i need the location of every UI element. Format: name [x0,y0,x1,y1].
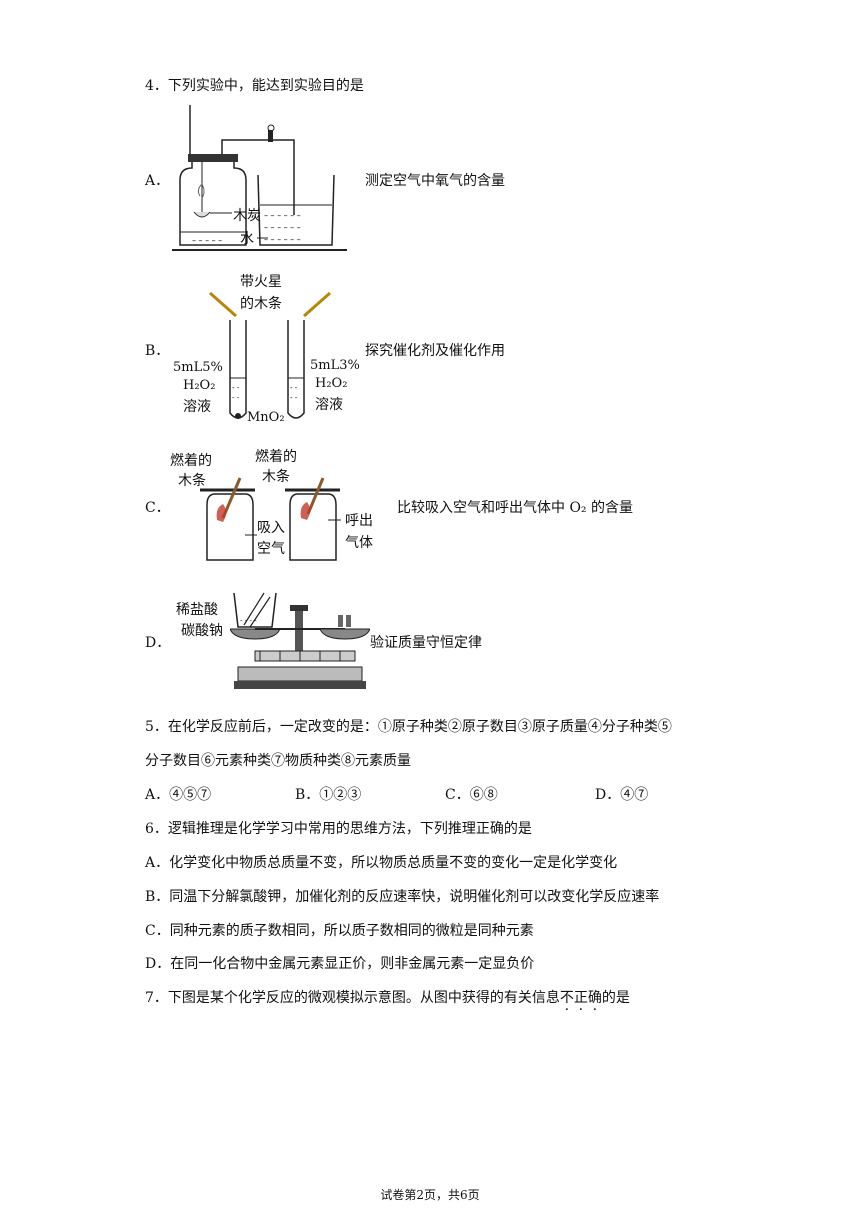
svg-text:- -: - - [290,384,298,392]
svg-text:- -: - - [290,394,298,402]
emphasis-char: 正 [574,990,588,1006]
q7-stem-pre: 7．下图是某个化学反应的微观模拟示意图。从图中获得的有关信息 [145,990,560,1006]
q7-stem-post: 的是 [601,990,630,1006]
figure-b-label-right-solution: 溶液 [315,397,343,413]
q7-stem-emphasis: 不正确 [560,990,602,1006]
q4-option-a-desc: 测定空气中氧气的含量 [365,173,505,189]
figure-b-label-glowing-2: 的木条 [240,296,282,312]
figure-c-label-exhaled-2: 气体 [345,535,373,551]
figure-b-label-right-formula: H₂O₂ [315,376,348,391]
svg-text:– – – – – –: – – – – – – [264,211,301,220]
svg-text:– – – – – –: – – – – – – [264,223,301,232]
q6-option-d: D．在同一化合物中金属元素显正价，则非金属元素一定显负价 [145,956,535,972]
svg-text:– – – – – –: – – – – – – [264,235,301,244]
q6-option-c: C．同种元素的质子数相同，所以质子数相同的微粒是同种元素 [145,923,534,939]
q5-stem-line1: 5．在化学反应前后，一定改变的是：①原子种类②原子数目③原子质量④分子种类⑤ [145,719,672,735]
svg-text:- -: - - [232,384,240,392]
figure-d-balance: - - - - [230,592,370,689]
figure-c-label-right-burning-1: 燃着的 [255,449,297,465]
page-footer: 试卷第2页，共6页 [380,1188,480,1202]
q5-option-c: C．⑥⑧ [445,787,498,803]
figure-c-label-inhaled-2: 空气 [257,541,285,557]
q4-stem: 4．下列实验中，能达到实验目的是 [145,78,364,94]
figure-a-label-water: 水 [240,231,254,247]
q4-option-b-letter: B． [145,343,170,359]
q4-option-c-letter: C． [145,500,170,516]
figure-b-label-mno2: MnO₂ [247,410,285,425]
figure-b-label-left-solution: 溶液 [183,399,211,415]
q6-stem: 6．逻辑推理是化学学习中常用的思维方法，下列推理正确的是 [145,821,532,837]
q5-option-b: B．①②③ [295,787,362,803]
q6-option-b: B．同温下分解氯酸钾，加催化剂的反应速率快，说明催化剂可以改变化学反应速率 [145,889,660,905]
svg-text:- -: - - [232,394,240,402]
figure-c-label-exhaled-1: 呼出 [345,513,373,529]
figure-d-label-acid: 稀盐酸 [176,602,218,618]
svg-text:- - - -: - - - - [240,617,257,625]
emphasis-char: 确 [588,990,602,1006]
emphasis-char: 不 [560,990,574,1006]
figure-c-apparatus [200,477,341,561]
q4-option-d-desc: 验证质量守恒定律 [370,635,482,651]
figure-b-apparatus: - - - - - - - - [209,291,331,419]
figure-d-label-sodium-carbonate: 碳酸钠 [181,623,223,639]
q5-stem-line2: 分子数目⑥元素种类⑦物质种类⑧元素质量 [145,753,411,769]
figure-b-label-glowing-1: 带火星 [240,274,282,290]
figure-c-label-right-burning-2: 木条 [262,469,290,485]
figure-c-label-left-burning-2: 木条 [178,473,206,489]
figure-c-label-left-burning-1: 燃着的 [170,453,212,469]
figure-a-apparatus: – – – – – – – – – – – – – – – – – – – – … [172,105,347,251]
q4-option-a-letter: A． [145,173,170,189]
figure-c-label-inhaled-1: 吸入 [257,520,285,536]
figure-b-label-right-volume: 5mL3% [310,358,360,373]
q4-option-b-desc: 探究催化剂及催化作用 [365,343,505,359]
figure-a-label-charcoal: 木炭 [233,208,261,224]
q5-option-d: D．④⑦ [595,787,649,803]
figure-b-label-left-volume: 5mL5% [173,360,223,375]
q4-option-d-letter: D． [145,635,171,651]
q4-option-c-desc: 比较吸入空气和呼出气体中 O₂ 的含量 [397,500,633,516]
q7-stem: 7．下图是某个化学反应的微观模拟示意图。从图中获得的有关信息不正确的是 [145,987,630,1007]
svg-text:– – – – –: – – – – – [192,236,222,245]
q5-option-a: A．④⑤⑦ [145,787,212,803]
figure-b-label-left-formula: H₂O₂ [183,378,216,393]
q6-option-a: A．化学变化中物质总质量不变，所以物质总质量不变的变化一定是化学变化 [145,855,618,871]
